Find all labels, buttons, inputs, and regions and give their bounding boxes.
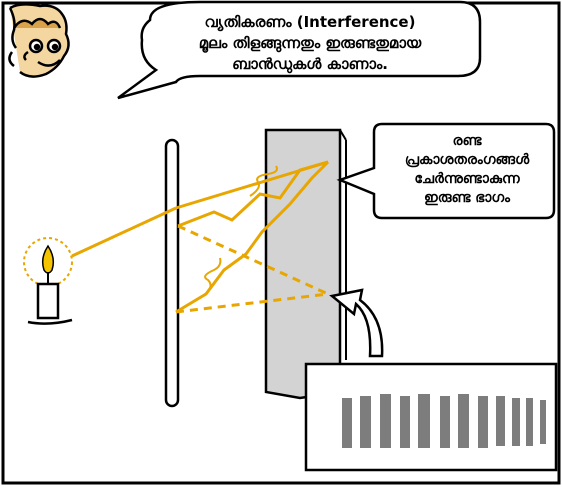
speech-bubble-text: വ്യതികരണം (Interference) മൂലം തിളങ്ങുന്ന… xyxy=(190,12,430,75)
slit-barrier xyxy=(166,140,178,406)
callout-text: രണ്ട പ്രകാശതരംഗങ്ങൾ ചേർന്നുണ്ടാകുന്ന ഇരു… xyxy=(392,132,542,208)
candle-body xyxy=(38,284,58,318)
fringe-pattern-box xyxy=(306,364,556,470)
